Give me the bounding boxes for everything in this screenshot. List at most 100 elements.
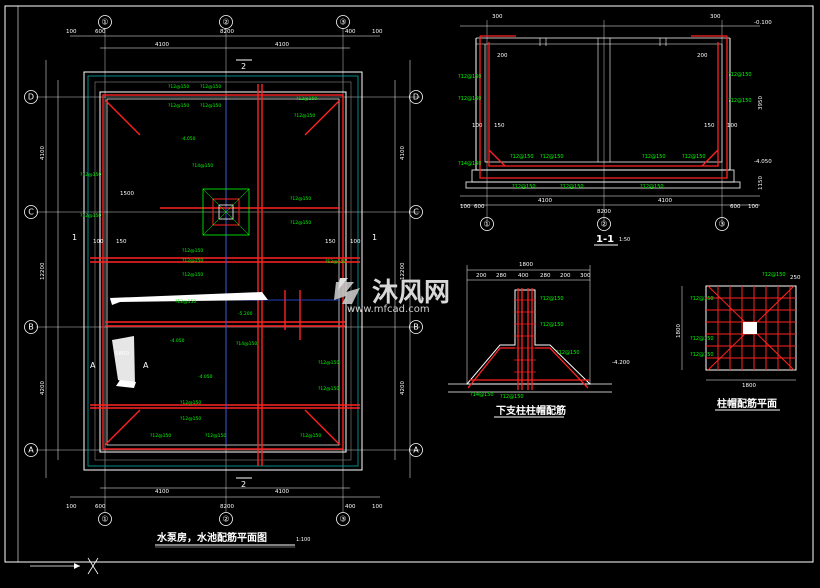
svg-text:280: 280 <box>496 273 507 279</box>
grid-axis-bottom: ① ② ③ <box>98 512 350 526</box>
column-base-title: 下支柱柱帽配筋 <box>496 404 566 417</box>
svg-text:?12@150: ?12@150 <box>510 154 534 160</box>
plan-title: 水泵房，水池配筋平面图 <box>156 531 267 544</box>
svg-text:4200: 4200 <box>40 381 46 395</box>
axis-label-col3-top: ③ <box>339 18 346 27</box>
reinforcement-plan: ?12@150 ?12@150 ?12@150 ?12@150 ?12@150 ?12… <box>36 28 420 512</box>
svg-text:?12@150: ?12@150 <box>540 154 564 160</box>
svg-text:?12@150: ?12@150 <box>458 96 482 102</box>
svg-text:4100: 4100 <box>658 198 672 204</box>
section-scale: 1:50 <box>619 237 630 243</box>
svg-text:-4.050: -4.050 <box>181 136 196 142</box>
svg-text:?12@150: ?12@150 <box>325 259 346 265</box>
svg-text:?12@150: ?12@150 <box>458 74 482 80</box>
mfcad-watermark: 沐风网 www.mfcad.com <box>334 278 450 315</box>
svg-text:?12@150: ?12@150 <box>80 213 101 219</box>
svg-text:4100: 4100 <box>155 489 169 495</box>
svg-text:3950: 3950 <box>758 96 764 110</box>
svg-text:100: 100 <box>66 29 77 35</box>
axis-label-col2-top: ② <box>222 18 229 27</box>
axis-label-col1-bottom: ① <box>101 515 108 524</box>
svg-text:12200: 12200 <box>400 262 406 280</box>
svg-text:?12@150: ?12@150 <box>182 258 203 264</box>
plan-scale: 1:100 <box>296 537 310 543</box>
svg-text:4100: 4100 <box>538 198 552 204</box>
svg-text:?12@150: ?12@150 <box>762 272 786 278</box>
section-axis-col3: ③ <box>718 220 725 229</box>
svg-text:4100: 4100 <box>40 146 46 160</box>
svg-text:?14@150: ?14@150 <box>470 392 494 398</box>
cap-plan-title: 柱帽配筋平面 <box>717 397 777 410</box>
svg-text:1: 1 <box>72 233 77 242</box>
svg-text:100: 100 <box>748 204 759 210</box>
svg-text:-5.200: -5.200 <box>238 311 253 317</box>
svg-text:A: A <box>143 361 149 370</box>
svg-text:?12@150: ?12@150 <box>290 196 311 202</box>
cap-reinforcement-plan: 1800 1800 250 ?12@150?12@150 ?12@150?12@… <box>676 272 801 411</box>
svg-text:8200: 8200 <box>220 504 234 510</box>
svg-text:8200: 8200 <box>220 29 234 35</box>
svg-text:150: 150 <box>704 123 715 129</box>
svg-text:?12@150: ?12@150 <box>180 416 201 422</box>
axis-label-row-b-right: B <box>413 323 419 332</box>
svg-text:8200: 8200 <box>597 209 611 215</box>
ucs-axis-icon <box>30 557 99 575</box>
svg-text:600: 600 <box>95 29 106 35</box>
svg-text:12200: 12200 <box>40 262 46 280</box>
svg-text:100: 100 <box>372 504 383 510</box>
svg-text:1800: 1800 <box>519 262 533 268</box>
grid-axis-left: D C B A <box>24 90 38 457</box>
svg-text:200: 200 <box>476 273 487 279</box>
axis-label-row-d-left: D <box>28 93 34 102</box>
svg-text:600: 600 <box>474 204 485 210</box>
svg-text:?12@150: ?12@150 <box>150 433 171 439</box>
svg-text:150: 150 <box>116 239 127 245</box>
svg-text:300: 300 <box>710 14 721 20</box>
svg-text:-4.200: -4.200 <box>612 360 630 366</box>
svg-text:?12@150: ?12@150 <box>690 296 714 302</box>
svg-text:4100: 4100 <box>400 146 406 160</box>
svg-text:200: 200 <box>697 53 708 59</box>
watermark-brand: 沐风网 <box>372 278 450 308</box>
svg-text:100: 100 <box>460 204 471 210</box>
svg-text:250: 250 <box>790 275 801 281</box>
svg-text:100: 100 <box>350 239 361 245</box>
svg-text:2: 2 <box>241 62 246 71</box>
svg-text:4100: 4100 <box>275 489 289 495</box>
svg-text:400: 400 <box>345 29 356 35</box>
svg-text:4200: 4200 <box>400 381 406 395</box>
svg-text:?12@150: ?12@150 <box>168 84 189 90</box>
svg-text:280: 280 <box>540 273 551 279</box>
svg-text:1800: 1800 <box>742 383 756 389</box>
drawing-frame <box>4 5 814 563</box>
svg-text:100: 100 <box>372 29 383 35</box>
svg-text:200: 200 <box>497 53 508 59</box>
axis-label-row-a-left: A <box>28 446 34 455</box>
svg-text:400: 400 <box>518 273 529 279</box>
svg-text:?12@150: ?12@150 <box>728 98 752 104</box>
svg-text:?12@150: ?12@150 <box>690 352 714 358</box>
watermark-url: www.mfcad.com <box>347 304 430 315</box>
svg-text:150: 150 <box>494 123 505 129</box>
svg-text:?14@150: ?14@150 <box>236 341 257 347</box>
svg-text:?12@150: ?12@150 <box>318 386 339 392</box>
svg-text:?12@150: ?12@150 <box>512 184 536 190</box>
axis-label-row-a-right: A <box>413 446 419 455</box>
svg-text:300: 300 <box>492 14 503 20</box>
svg-text:100: 100 <box>472 123 483 129</box>
svg-text:300: 300 <box>580 273 591 279</box>
svg-text:?12@150: ?12@150 <box>556 350 580 356</box>
svg-text:?12@150: ?12@150 <box>642 154 666 160</box>
axis-label-col2-bottom: ② <box>222 515 229 524</box>
svg-text:?12@150: ?12@150 <box>300 433 321 439</box>
svg-text:1800: 1800 <box>676 324 682 338</box>
svg-text:?12@150: ?12@150 <box>205 433 226 439</box>
svg-text:1800: 1800 <box>115 351 129 357</box>
grid-axis-top: ① ② ③ <box>98 15 350 29</box>
svg-text:?12@150: ?12@150 <box>180 400 201 406</box>
svg-text:100: 100 <box>727 123 738 129</box>
svg-text:1150: 1150 <box>758 176 764 190</box>
